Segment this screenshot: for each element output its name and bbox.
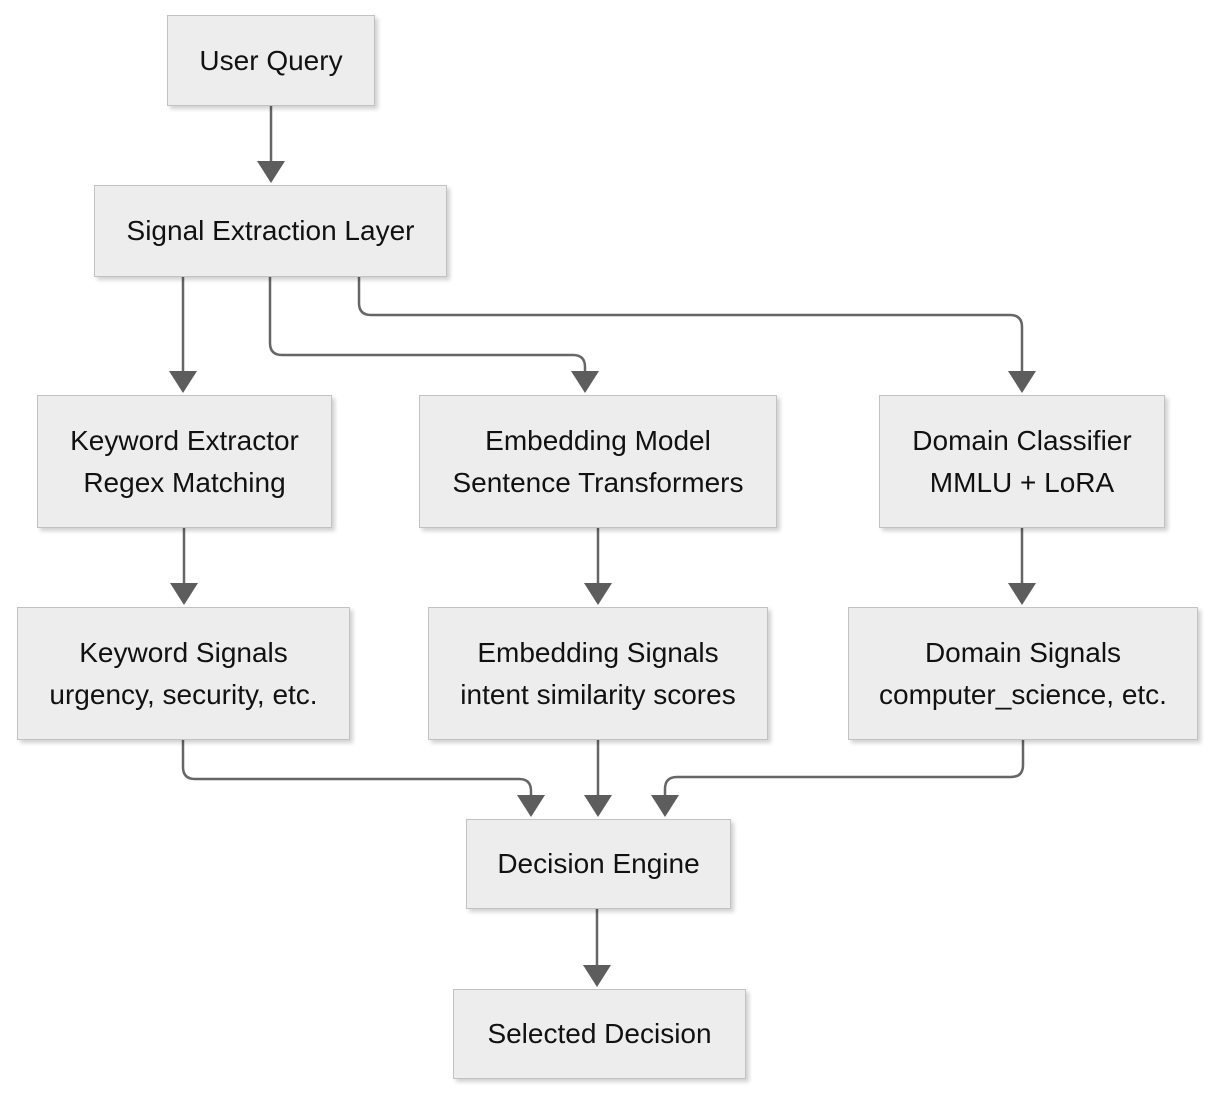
node-label-line: Keyword Extractor bbox=[70, 424, 299, 456]
node-domain-signals: Domain Signals computer_science, etc. bbox=[848, 607, 1198, 740]
node-label-line: User Query bbox=[199, 44, 343, 76]
node-label-line: intent similarity scores bbox=[460, 678, 736, 710]
node-label-line: urgency, security, etc. bbox=[49, 678, 318, 710]
node-label-line: Decision Engine bbox=[497, 848, 700, 879]
node-label-line: Domain Signals bbox=[924, 636, 1122, 668]
node-label-line: MMLU + LoRA bbox=[929, 466, 1115, 498]
node-label-line: Embedding Model bbox=[485, 424, 711, 456]
edge-keyword-signals-to-decision-engine bbox=[181, 740, 545, 817]
node-label-line: Domain Classifier bbox=[912, 424, 1132, 456]
node-signal-extraction-layer: Signal Extraction Layer bbox=[94, 185, 447, 277]
node-label-line: Regex Matching bbox=[83, 466, 286, 498]
edge-domain-signals-to-decision-engine bbox=[651, 740, 1025, 817]
node-selected-decision: Selected Decision bbox=[453, 989, 746, 1079]
node-user-query: User Query bbox=[167, 15, 375, 106]
node-keyword-signals: Keyword Signals urgency, security, etc. bbox=[17, 607, 350, 740]
node-label-line: computer_science, etc. bbox=[879, 678, 1167, 710]
edge-signal-extraction-layer-to-embedding-model bbox=[268, 277, 599, 393]
node-label-line: Keyword Signals bbox=[79, 636, 288, 668]
node-label-line: Selected Decision bbox=[487, 1018, 712, 1049]
node-label-line: Signal Extraction Layer bbox=[126, 215, 415, 246]
node-embedding-signals: Embedding Signals intent similarity score… bbox=[428, 607, 768, 740]
node-decision-engine: Decision Engine bbox=[466, 819, 731, 909]
edge-signal-extraction-layer-to-domain-classifier bbox=[357, 277, 1036, 393]
node-label-line: Sentence Transformers bbox=[452, 466, 744, 498]
edge-group bbox=[169, 106, 1036, 987]
node-label-line: Embedding Signals bbox=[477, 636, 719, 668]
